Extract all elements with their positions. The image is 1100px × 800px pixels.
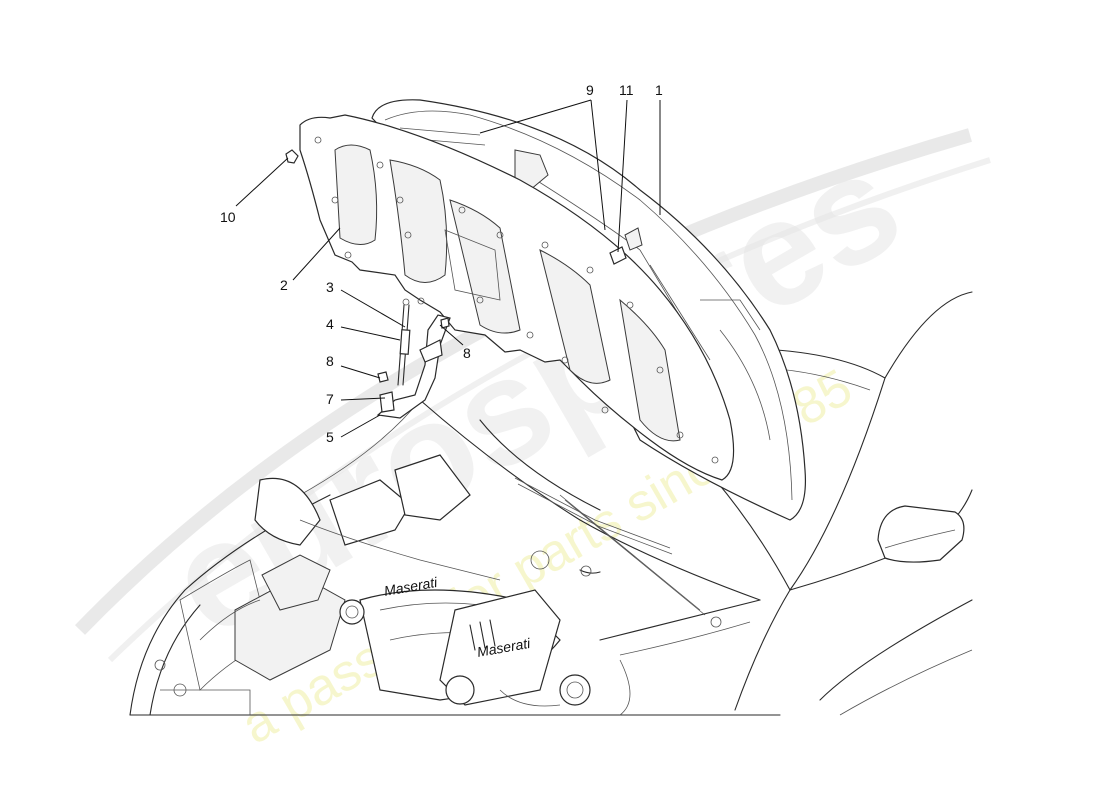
callout-4: 4 [326, 316, 334, 332]
leader-lines [235, 99, 661, 438]
callout-10: 10 [220, 209, 236, 225]
insulation-clip-holes [314, 136, 719, 464]
hood-bumper-clip [285, 149, 299, 164]
hinge-assembly [285, 149, 627, 419]
callout-labels: 1 2 3 4 5 7 8 8 9 10 11 [220, 82, 663, 445]
hood-insulation [299, 114, 735, 481]
hood-hinge [376, 314, 451, 419]
engine-bay: Maserati Maserati [154, 454, 631, 716]
callout-11: 11 [619, 82, 634, 98]
callout-8-left: 8 [326, 353, 334, 369]
callout-1: 1 [655, 82, 663, 98]
side-mirror [877, 505, 965, 563]
callout-2: 2 [280, 277, 288, 293]
callout-8-right: 8 [463, 345, 471, 361]
callout-5: 5 [326, 429, 334, 445]
callout-7: 7 [326, 391, 334, 407]
callout-9: 9 [586, 82, 594, 98]
callout-3: 3 [326, 279, 334, 295]
